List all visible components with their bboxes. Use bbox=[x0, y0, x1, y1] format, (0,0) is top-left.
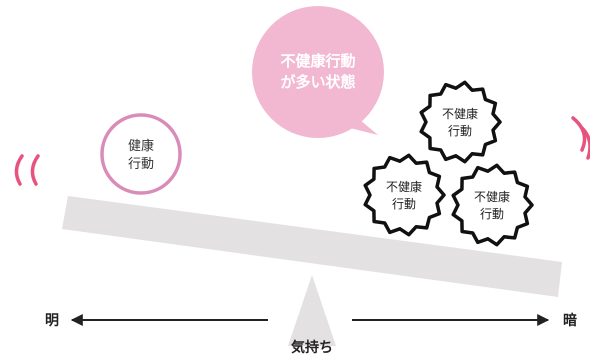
healthy-behavior-circle: 健康 行動 bbox=[100, 113, 182, 195]
fulcrum bbox=[288, 275, 336, 346]
mood-axis-label: 気持ち bbox=[291, 339, 333, 356]
unhealthy-left-line-1: 不健康 bbox=[386, 179, 422, 194]
bright-label: 明 bbox=[45, 313, 59, 329]
balance-beam bbox=[62, 196, 562, 297]
dark-label: 暗 bbox=[563, 312, 577, 329]
healthy-line-1: 健康 bbox=[128, 138, 154, 154]
unhealthy-behavior-top: 不健康 行動 bbox=[419, 80, 502, 164]
unhealthy-right-line-1: 不健康 bbox=[474, 189, 510, 204]
healthy-line-2: 行動 bbox=[128, 157, 154, 172]
thought-bubble: 不健康行動 が多い状態 bbox=[252, 6, 384, 138]
bubble-line-1: 不健康行動 bbox=[280, 52, 355, 70]
unhealthy-left-line-2: 行動 bbox=[392, 197, 416, 211]
motion-marks-right bbox=[571, 116, 590, 160]
motion-marks-left bbox=[14, 154, 40, 186]
unhealthy-behavior-left: 不健康 行動 bbox=[363, 153, 446, 237]
bubble-line-2: が多い状態 bbox=[280, 73, 355, 91]
unhealthy-right-line-2: 行動 bbox=[480, 207, 504, 221]
unhealthy-behavior-right: 不健康 行動 bbox=[451, 163, 534, 247]
unhealthy-top-line-1: 不健康 bbox=[442, 106, 478, 121]
unhealthy-top-line-2: 行動 bbox=[448, 124, 472, 138]
